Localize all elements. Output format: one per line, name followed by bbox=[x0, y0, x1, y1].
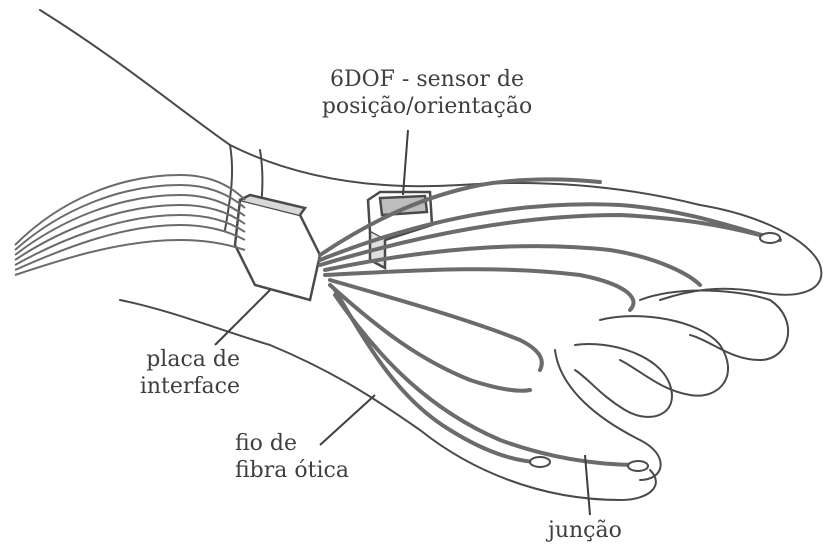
sensor-label-line2: posição/orientação bbox=[302, 93, 552, 120]
finger-outline-2 bbox=[600, 316, 728, 395]
sensor-label: 6DOF - sensor de posição/orientação bbox=[302, 66, 552, 120]
fiber-label-line2: fibra ótica bbox=[235, 457, 375, 484]
finger-outline-1 bbox=[640, 291, 788, 360]
interface-label-line1: placa de bbox=[120, 346, 240, 373]
sensor-label-line1: 6DOF - sensor de bbox=[302, 66, 552, 93]
interface-label-line2: interface bbox=[120, 373, 240, 400]
junction-label: junção bbox=[548, 517, 648, 544]
arm-outline-bottom bbox=[120, 300, 656, 500]
leader-junction bbox=[585, 455, 590, 515]
interface-board bbox=[235, 195, 320, 300]
fiber-label-line1: fio de bbox=[235, 430, 375, 457]
junction-label-line1: junção bbox=[548, 517, 648, 544]
interface-label: placa de interface bbox=[120, 346, 240, 400]
ribbon-cable bbox=[15, 175, 245, 275]
fiber-label: fio de fibra ótica bbox=[235, 430, 375, 484]
fiber-end-loops bbox=[530, 233, 780, 471]
